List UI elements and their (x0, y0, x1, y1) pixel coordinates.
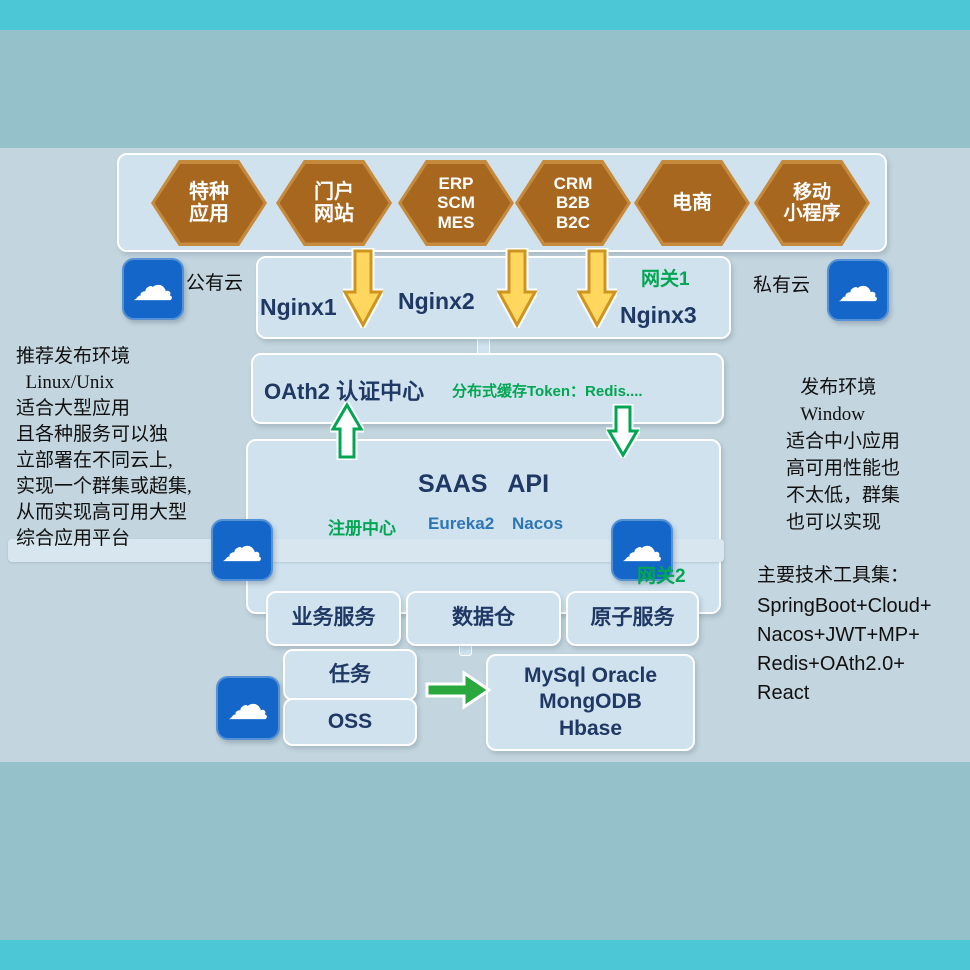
cloud-glyph-icon: ☁ (621, 523, 663, 570)
cloud-icon: ☁ (216, 676, 280, 740)
nginx-gateway-panel (256, 256, 731, 339)
data-warehouse-box: 数据仓 (406, 591, 561, 646)
gateway2-band (8, 539, 724, 562)
private-cloud-icon: ☁ (827, 259, 889, 321)
business-service-label: 业务服务 (291, 606, 376, 630)
right-environment-note: 发布环境 Window 适合中小应用 高可用性能也 不太低，群集 也可以实现 (786, 377, 901, 533)
nginx1-label: Nginx1 (260, 294, 337, 320)
down-arrow-icon (577, 248, 617, 328)
cloud-icon: ☁ (211, 519, 273, 581)
hexagon-special-apps: 特种 应用 (151, 160, 267, 246)
database-box: MySql Oracle MongODB Hbase (486, 654, 695, 751)
oauth-label: OAth2 认证中心 (264, 379, 425, 404)
hexagon-label: 特种 应用 (154, 163, 264, 243)
down-arrow-icon (606, 404, 640, 458)
gateway1-label: 网关1 (641, 269, 690, 290)
database-label: MySql Oracle MongODB Hbase (523, 664, 658, 740)
task-box: 任务 (283, 649, 417, 701)
nginx3-label: Nginx3 (620, 302, 697, 328)
saas-api-title: SAAS API (417, 470, 550, 498)
eureka-label: Eureka2 (428, 514, 495, 533)
oauth-panel (251, 353, 724, 424)
public-cloud-label: 公有云 (186, 273, 244, 294)
oss-box: OSS (283, 698, 417, 746)
cloud-icon: ☁ (611, 519, 673, 581)
cloud-glyph-icon: ☁ (132, 262, 174, 309)
hexagon-label: 门户 网站 (279, 163, 389, 243)
redis-cache-label: 分布式缓存Token：Redis.... (452, 383, 643, 400)
down-arrow-icon (343, 248, 383, 328)
registry-label: 注册中心 (328, 519, 396, 538)
down-arrow-icon (497, 248, 537, 328)
hexagon-label: ERP SCM MES (401, 163, 511, 243)
nacos-label: Nacos (512, 514, 564, 533)
up-arrow-icon (330, 402, 364, 460)
private-cloud-label: 私有云 (753, 275, 811, 296)
hexagon-label: 电商 (637, 163, 747, 243)
hexagon-portal: 门户 网站 (276, 160, 392, 246)
task-label: 任务 (329, 662, 371, 686)
bottom-strip (0, 940, 970, 970)
left-environment-note: 推荐发布环境 Linux/Unix 适合大型应用 且各种服务可以独 立部署在不同… (16, 346, 192, 549)
tech-note-title: 主要技术工具集： (757, 565, 910, 586)
cloud-glyph-icon: ☁ (227, 681, 269, 728)
gateway2-label: 网关2 (637, 566, 686, 587)
oss-label: OSS (327, 709, 373, 733)
atomic-service-label: 原子服务 (590, 606, 675, 630)
hexagon-ecommerce: 电商 (634, 160, 750, 246)
right-arrow-icon (425, 670, 492, 710)
hexagon-erp-scm-mes: ERP SCM MES (398, 160, 514, 246)
hexagon-crm-b2b-b2c: CRM B2B B2C (515, 160, 631, 246)
business-service-box: 业务服务 (266, 591, 401, 646)
atomic-service-box: 原子服务 (566, 591, 699, 646)
nginx2-label: Nginx2 (398, 288, 475, 314)
hexagon-mini-program: 移动 小程序 (754, 160, 870, 246)
cloud-glyph-icon: ☁ (221, 523, 263, 570)
hexagon-label: 移动 小程序 (757, 163, 867, 243)
data-warehouse-label: 数据仓 (452, 606, 515, 630)
tech-note-items: SpringBoot+Cloud+ Nacos+JWT+MP+ Redis+OA… (757, 595, 932, 704)
cloud-glyph-icon: ☁ (837, 263, 879, 310)
public-cloud-icon: ☁ (122, 258, 184, 320)
top-strip (0, 0, 970, 30)
hexagon-label: CRM B2B B2C (518, 163, 628, 243)
